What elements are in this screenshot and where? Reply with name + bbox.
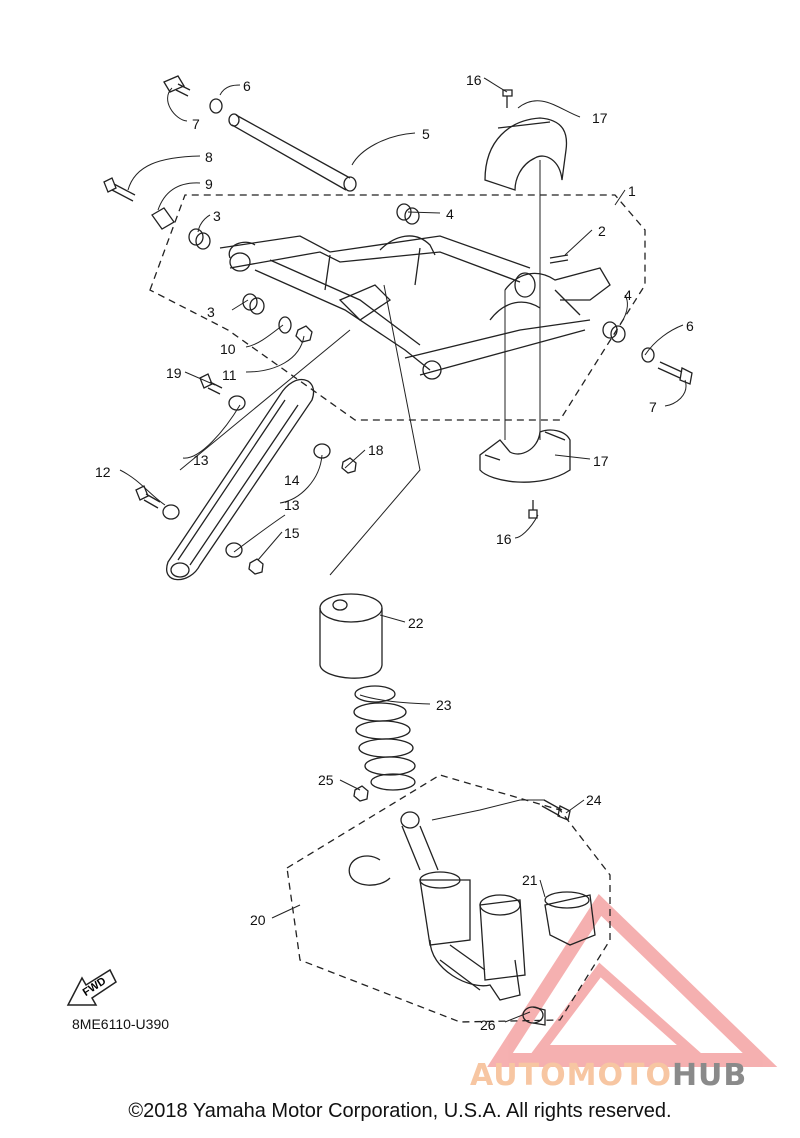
callout-label-16: 16	[466, 72, 482, 88]
callout-label-24: 24	[586, 792, 602, 808]
washer-13-middle	[313, 443, 331, 459]
bump-stop-22	[319, 593, 383, 679]
copyright-notice: ©2018 Yamaha Motor Corporation, U.S.A. A…	[128, 1100, 672, 1122]
nut-25	[353, 785, 369, 802]
callout-label-19: 19	[166, 365, 182, 381]
callout-label-18: 18	[368, 442, 384, 458]
collar-26	[522, 1006, 546, 1026]
guard-17-lower	[479, 429, 571, 483]
cover-21	[544, 891, 596, 946]
callout-label-17: 17	[593, 453, 609, 469]
watermark-brand-part-1: AUTOMOTO	[470, 1058, 672, 1093]
nut-11	[295, 325, 313, 343]
guard-17-upper	[484, 117, 568, 191]
bolt-7-right	[657, 361, 693, 385]
washer-6-top	[209, 98, 223, 114]
bushing-3-lower	[242, 293, 265, 315]
callout-label-1: 1	[628, 183, 636, 199]
callout-label-21: 21	[522, 872, 538, 888]
washer-13-lower-left	[162, 504, 180, 520]
callout-label-17: 17	[592, 110, 608, 126]
spring-23	[353, 685, 416, 791]
callout-label-12: 12	[95, 464, 111, 480]
watermark-triangle-logo	[487, 894, 778, 1067]
callout-label-3: 3	[207, 304, 215, 320]
callout-label-6: 6	[243, 78, 251, 94]
washer-13-lower	[225, 542, 243, 558]
callout-label-16: 16	[496, 531, 512, 547]
callout-label-4: 4	[624, 287, 632, 303]
callout-label-13: 13	[284, 497, 300, 513]
callout-label-20: 20	[250, 912, 266, 928]
fwd-arrow-icon	[66, 968, 117, 1006]
callout-label-25: 25	[318, 772, 334, 788]
callout-label-10: 10	[220, 341, 236, 357]
watermark-brand-part-2: HUB	[671, 1058, 748, 1093]
bolt-16-upper	[502, 89, 513, 108]
callout-label-14: 14	[284, 472, 300, 488]
callout-label-2: 2	[598, 223, 606, 239]
callout-label-23: 23	[436, 697, 452, 713]
relay-link-14	[166, 378, 315, 581]
bushing-4-upper	[396, 203, 420, 225]
callout-label-22: 22	[408, 615, 424, 631]
swingarm-1	[219, 235, 611, 380]
callout-label-3: 3	[213, 208, 221, 224]
shock-assembly-outline	[286, 774, 611, 1023]
callout-label-6: 6	[686, 318, 694, 334]
bolt-7-top	[163, 75, 191, 97]
callout-label-8: 8	[205, 149, 213, 165]
swingarm-assembly-outline	[149, 194, 646, 421]
pivot-shaft-5	[228, 113, 357, 192]
collar-9	[151, 207, 175, 230]
callout-label-13: 13	[193, 452, 209, 468]
bolt-24	[541, 799, 571, 821]
callout-label-4: 4	[446, 206, 454, 222]
washer-6-right	[641, 347, 655, 363]
callout-label-15: 15	[284, 525, 300, 541]
bolt-8	[103, 177, 136, 202]
bolt-19	[199, 373, 223, 395]
callout-label-5: 5	[422, 126, 430, 142]
callout-label-9: 9	[205, 176, 213, 192]
shock-absorber-20	[400, 811, 526, 1001]
callout-label-26: 26	[480, 1017, 496, 1033]
callout-label-7: 7	[649, 399, 657, 415]
nut-15	[248, 558, 264, 575]
bolt-12	[135, 485, 161, 509]
bushing-3-upper	[188, 228, 211, 250]
callout-label-11: 11	[222, 367, 237, 383]
drawing-code: 8ME6110-U390	[72, 1016, 170, 1032]
spring-seat-ring	[348, 855, 391, 886]
nut-18	[341, 457, 357, 474]
callout-label-7: 7	[192, 116, 200, 132]
watermark-brand: AUTOMOTOHUB	[470, 1058, 747, 1093]
bolt-16-lower	[528, 500, 538, 519]
bolt-2	[549, 254, 569, 264]
washer-13-upper	[228, 395, 246, 411]
bushing-4-right	[602, 321, 626, 343]
washer-10	[278, 316, 292, 334]
